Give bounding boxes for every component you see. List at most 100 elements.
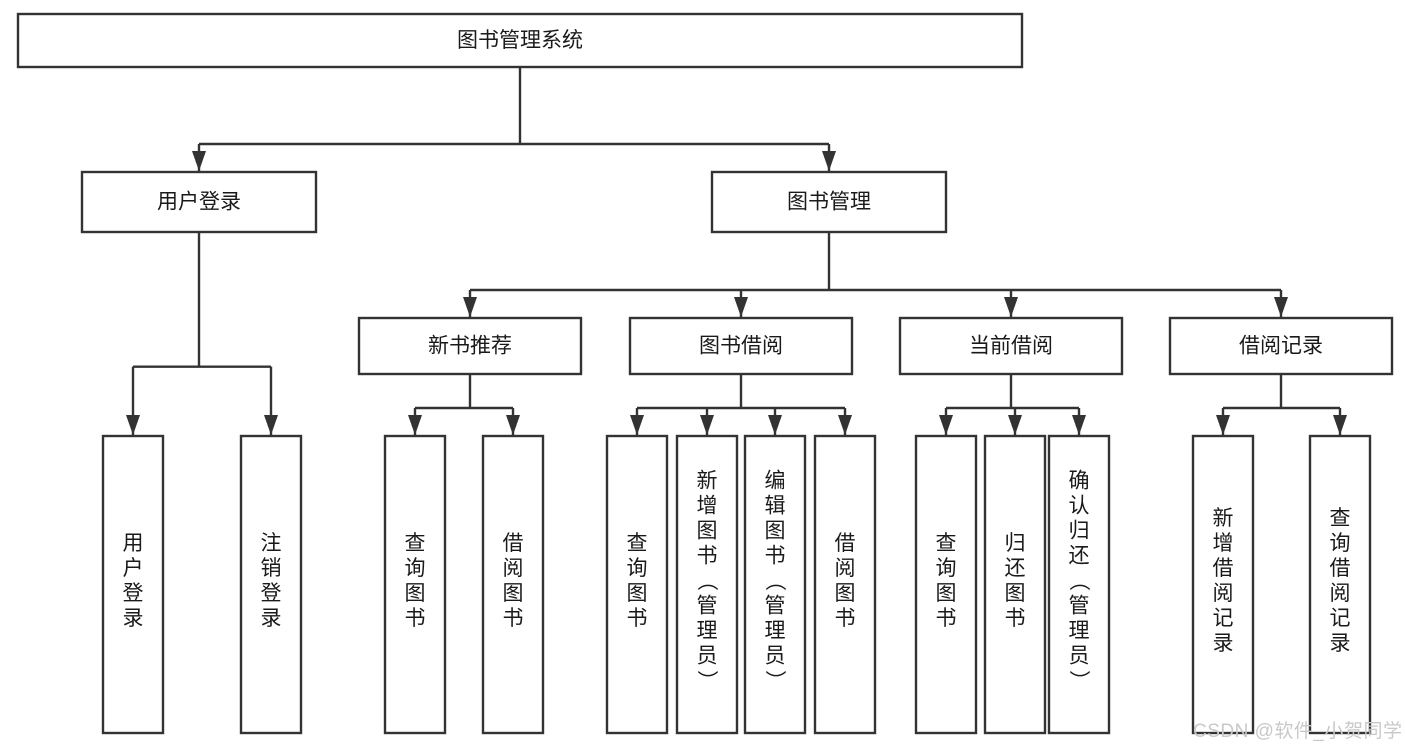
svg-text:记: 记 bbox=[1213, 607, 1234, 630]
svg-text:登: 登 bbox=[261, 582, 282, 605]
svg-text:增: 增 bbox=[1213, 532, 1234, 555]
svg-text:书: 书 bbox=[1005, 607, 1026, 630]
svg-text:还: 还 bbox=[1005, 557, 1026, 580]
node-box-leaf-borrow-book bbox=[813, 434, 877, 735]
svg-text:书: 书 bbox=[765, 545, 786, 568]
node-new-book-recommend[interactable]: 新书推荐 bbox=[357, 316, 583, 376]
arrow-head-icon bbox=[1004, 297, 1018, 317]
arrow-head-icon bbox=[838, 415, 852, 435]
arrow-head-icon bbox=[1333, 415, 1347, 435]
node-box-leaf-edit-book-admin bbox=[743, 434, 807, 735]
svg-text:录: 录 bbox=[261, 607, 282, 630]
node-box-user-login bbox=[80, 170, 318, 234]
arrow-head-icon bbox=[408, 415, 422, 435]
svg-text:借: 借 bbox=[835, 532, 856, 555]
svg-text:询: 询 bbox=[405, 557, 426, 580]
svg-text:借: 借 bbox=[1213, 557, 1234, 580]
node-user-login[interactable]: 用户登录 bbox=[80, 170, 318, 234]
node-leaf-user-login[interactable]: 用户登录 bbox=[101, 434, 165, 735]
svg-text:新: 新 bbox=[1213, 507, 1234, 530]
node-box-leaf-confirm-return-admin bbox=[1047, 434, 1111, 735]
svg-text:还: 还 bbox=[1069, 545, 1090, 568]
svg-text:注: 注 bbox=[261, 532, 282, 555]
arrow-head-icon bbox=[506, 415, 520, 435]
node-box-leaf-add-book-admin bbox=[675, 434, 739, 735]
svg-text:用: 用 bbox=[123, 532, 144, 555]
edges-from-root bbox=[192, 67, 836, 171]
node-current-borrow[interactable]: 当前借阅 bbox=[898, 316, 1124, 376]
svg-text:确: 确 bbox=[1069, 470, 1090, 493]
svg-text:查: 查 bbox=[405, 532, 426, 555]
svg-text:记: 记 bbox=[1330, 607, 1351, 630]
svg-text:员: 员 bbox=[1069, 645, 1090, 668]
svg-text:图: 图 bbox=[835, 582, 856, 605]
svg-text:编: 编 bbox=[765, 470, 786, 493]
node-box-leaf-borrow-book-rec bbox=[481, 434, 545, 735]
svg-text:书: 书 bbox=[936, 607, 957, 630]
node-box-current-borrow bbox=[898, 316, 1124, 376]
node-box-leaf-add-borrow-record bbox=[1191, 434, 1255, 735]
node-label-user-login: 用户登录 bbox=[157, 191, 241, 214]
node-box-new-book-recommend bbox=[357, 316, 583, 376]
svg-text:借: 借 bbox=[1330, 557, 1351, 580]
svg-text:管: 管 bbox=[1069, 595, 1090, 618]
svg-text:理: 理 bbox=[697, 620, 718, 643]
edges-from-book-borrow bbox=[630, 374, 852, 435]
arrow-head-icon bbox=[939, 415, 953, 435]
node-root[interactable]: 图书管理系统 bbox=[16, 12, 1024, 69]
svg-text:录: 录 bbox=[123, 607, 144, 630]
node-box-book-borrow bbox=[628, 316, 854, 376]
svg-text:阅: 阅 bbox=[503, 557, 524, 580]
node-box-leaf-user-logout bbox=[239, 434, 303, 735]
svg-text:查: 查 bbox=[936, 532, 957, 555]
node-borrow-record[interactable]: 借阅记录 bbox=[1168, 316, 1394, 376]
arrow-head-icon bbox=[192, 151, 206, 171]
arrow-head-icon bbox=[630, 415, 644, 435]
edges-from-new-book-recommend bbox=[408, 374, 520, 435]
svg-text:）: ） bbox=[1067, 670, 1090, 691]
svg-text:管: 管 bbox=[765, 595, 786, 618]
arrow-head-icon bbox=[463, 297, 477, 317]
node-box-leaf-query-borrow-record bbox=[1308, 434, 1372, 735]
node-boxes-layer: 图书管理系统用户登录图书管理新书推荐图书借阅当前借阅借阅记录用户登录注销登录查询… bbox=[16, 12, 1394, 735]
svg-text:管: 管 bbox=[697, 595, 718, 618]
arrow-head-icon bbox=[264, 415, 278, 435]
edges-from-borrow-record bbox=[1216, 374, 1347, 435]
svg-text:录: 录 bbox=[1330, 632, 1351, 655]
svg-text:理: 理 bbox=[1069, 620, 1090, 643]
svg-text:（: （ bbox=[1067, 570, 1090, 591]
svg-text:询: 询 bbox=[627, 557, 648, 580]
svg-text:书: 书 bbox=[697, 545, 718, 568]
svg-text:（: （ bbox=[763, 570, 786, 591]
node-box-leaf-return-book bbox=[983, 434, 1047, 735]
node-label-root: 图书管理系统 bbox=[457, 29, 583, 52]
node-book-borrow[interactable]: 图书借阅 bbox=[628, 316, 854, 376]
arrow-head-icon bbox=[1008, 415, 1022, 435]
node-box-leaf-query-book-current bbox=[914, 434, 978, 735]
svg-text:户: 户 bbox=[123, 557, 144, 580]
node-label-book-borrow: 图书借阅 bbox=[699, 335, 783, 358]
svg-text:员: 员 bbox=[697, 645, 718, 668]
arrow-head-icon bbox=[700, 415, 714, 435]
svg-text:阅: 阅 bbox=[835, 557, 856, 580]
node-book-manage[interactable]: 图书管理 bbox=[710, 170, 948, 234]
